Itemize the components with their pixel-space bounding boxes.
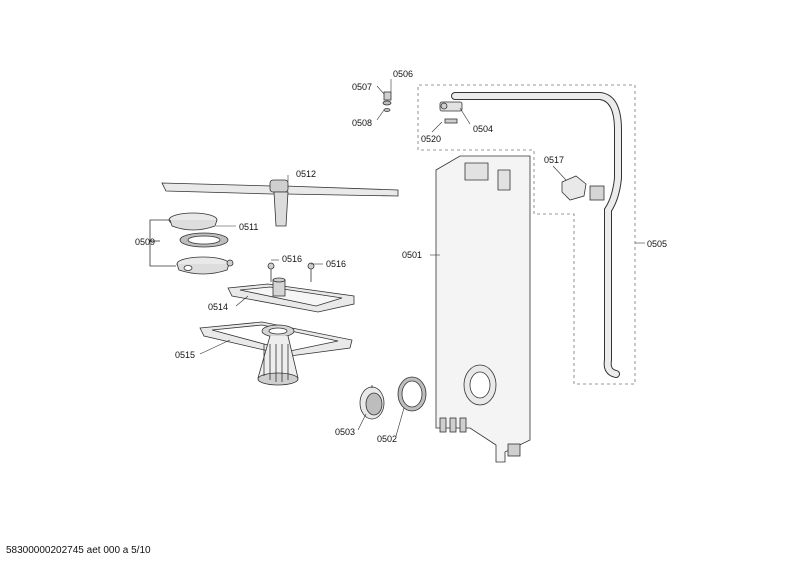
part-0502-seal <box>397 376 427 412</box>
part-0503-filter <box>359 385 385 420</box>
label-0515: 0515 <box>175 350 196 360</box>
label-0517: 0517 <box>544 155 565 165</box>
label-0505: 0505 <box>647 239 668 249</box>
document-footer: 58300000202745 aet 000 a 5/10 <box>6 545 151 556</box>
part-0517-clip <box>561 175 587 201</box>
dashed-group-top <box>417 84 636 385</box>
part-0506-valve <box>382 91 392 112</box>
label-0516-left: 0516 <box>282 254 303 264</box>
label-0506: 0506 <box>393 69 414 79</box>
part-0504-fitting <box>439 101 463 112</box>
part-0516-screws <box>267 262 315 282</box>
label-0504: 0504 <box>473 124 494 134</box>
part-0511-ring <box>179 232 229 248</box>
label-0516-right: 0516 <box>326 259 347 269</box>
label-0503: 0503 <box>335 427 356 437</box>
leader-0509 <box>149 219 176 267</box>
label-0512: 0512 <box>296 169 317 179</box>
label-0511: 0511 <box>239 222 259 232</box>
label-0509: 0509 <box>135 237 156 247</box>
label-0501: 0501 <box>402 250 423 260</box>
label-0520: 0520 <box>421 134 442 144</box>
part-0501-body <box>435 155 531 463</box>
part-0509-upper-cap <box>168 212 218 231</box>
part-0515-frame <box>199 321 353 386</box>
label-0507: 0507 <box>352 82 373 92</box>
part-0514-plate <box>227 277 355 313</box>
part-0520-clip <box>444 118 458 124</box>
leader-lines <box>199 79 645 437</box>
label-0514: 0514 <box>208 302 229 312</box>
part-0505-hose <box>451 92 622 378</box>
label-0502: 0502 <box>377 434 398 444</box>
label-0508: 0508 <box>352 118 373 128</box>
part-0509-lower-cap <box>176 256 234 275</box>
part-0512-spray-arm <box>161 179 399 227</box>
